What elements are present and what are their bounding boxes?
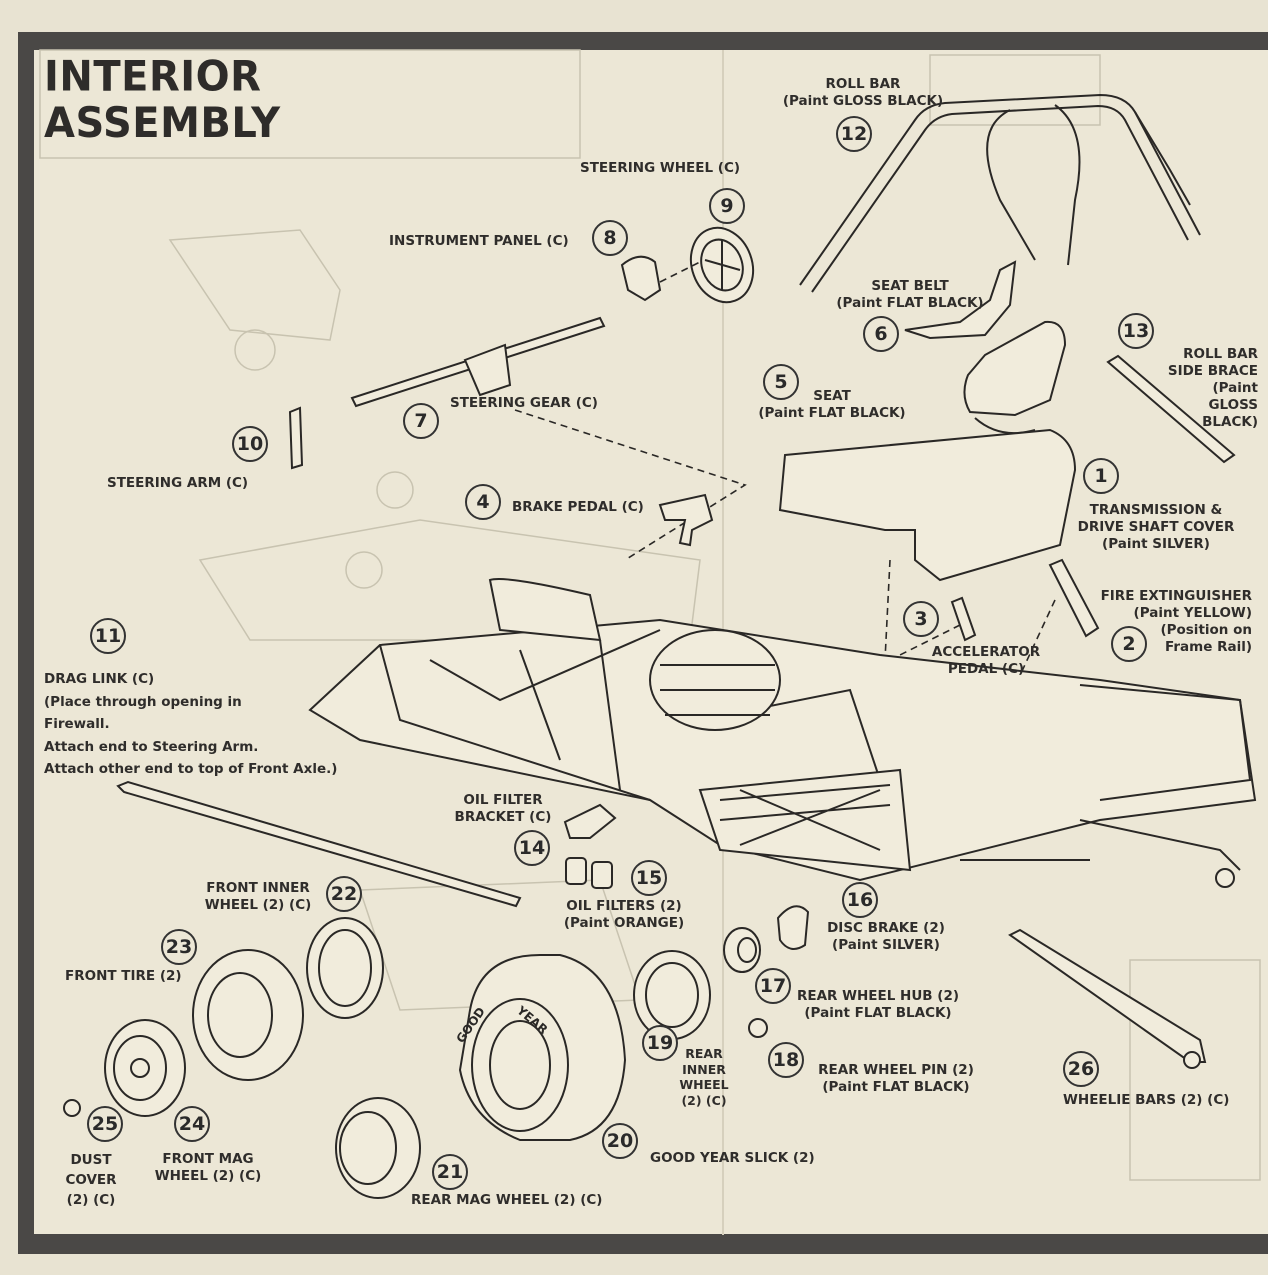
- rear-pin-drawing: [748, 1018, 768, 1038]
- part-label-21: REAR MAG WHEEL (2) (C): [411, 1192, 603, 1208]
- part-label-10: STEERING ARM (C): [107, 475, 249, 491]
- part-label-22: FRONT INNER WHEEL (2) (C): [204, 880, 312, 913]
- part-label-11: DRAG LINK (C) (Place through opening in …: [44, 671, 338, 777]
- rear-mag-wheel-drawing: [335, 1097, 421, 1199]
- part-number-7: 7: [403, 403, 439, 439]
- part-number-22: 22: [326, 876, 362, 912]
- part-label-8: INSTRUMENT PANEL (C): [389, 233, 569, 249]
- part-number-23: 23: [161, 929, 197, 965]
- part-label-7: STEERING GEAR (C): [450, 395, 598, 411]
- part-number-21: 21: [432, 1154, 468, 1190]
- chassis-drawing: [308, 578, 1257, 888]
- slick-tire-drawing: GOOD YEAR: [453, 954, 627, 1141]
- part-label-5: SEAT (Paint FLAT BLACK): [758, 388, 906, 421]
- part-label-18: REAR WHEEL PIN (2) (Paint FLAT BLACK): [818, 1062, 974, 1095]
- part-number-14: 14: [514, 830, 550, 866]
- disc-brake-drawing: [776, 905, 810, 950]
- part-number-8: 8: [592, 220, 628, 256]
- part-label-2: FIRE EXTINGUISHER (Paint YELLOW) (Positi…: [1100, 588, 1252, 655]
- part-number-1: 1: [1083, 458, 1119, 494]
- part-number-2: 2: [1111, 626, 1147, 662]
- part-label-24: FRONT MAG WHEEL (2) (C): [154, 1151, 262, 1184]
- part-label-1: TRANSMISSION & DRIVE SHAFT COVER (Paint …: [1077, 502, 1235, 552]
- title-line-2: ASSEMBLY: [44, 98, 281, 148]
- part-number-4: 4: [465, 484, 501, 520]
- part-number-3: 3: [903, 601, 939, 637]
- front-inner-wheel-drawing: [306, 917, 384, 1019]
- part-label-25: DUST COVER (2) (C): [65, 1152, 117, 1208]
- part-label-9: STEERING WHEEL (C): [580, 160, 741, 176]
- accelerator-drawing: [950, 596, 977, 642]
- part-number-17: 17: [755, 968, 791, 1004]
- part-number-5: 5: [763, 364, 799, 400]
- part-number-13: 13: [1118, 313, 1154, 349]
- dust-cover-drawing: [63, 1099, 81, 1117]
- part-number-9: 9: [709, 188, 745, 224]
- roll-bar-drawing: [799, 93, 1201, 293]
- part-label-6: SEAT BELT (Paint FLAT BLACK): [836, 278, 984, 311]
- part-label-12: ROLL BAR (Paint GLOSS BLACK): [782, 76, 944, 109]
- part-number-6: 6: [863, 316, 899, 352]
- part-number-26: 26: [1063, 1051, 1099, 1087]
- page-title: INTERIOR ASSEMBLY: [44, 54, 281, 146]
- part-label-3: ACCELERATOR PEDAL (C): [931, 644, 1041, 677]
- front-tire-drawing: [192, 949, 304, 1081]
- part-number-12: 12: [836, 116, 872, 152]
- part-label-16: DISC BRAKE (2) (Paint SILVER): [827, 920, 945, 953]
- brake-pedal-drawing: [658, 493, 714, 547]
- oil-filters-drawing: [565, 857, 613, 889]
- part-number-15: 15: [631, 860, 667, 896]
- part-number-25: 25: [87, 1106, 123, 1142]
- part-label-20: GOOD YEAR SLICK (2): [650, 1150, 815, 1166]
- part-number-19: 19: [642, 1025, 678, 1061]
- part-number-11: 11: [90, 618, 126, 654]
- rear-inner-wheel-drawing: [633, 950, 711, 1040]
- part-label-15: OIL FILTERS (2) (Paint ORANGE): [563, 898, 685, 931]
- extinguisher-drawing: [1048, 558, 1100, 638]
- drag-link-drawing: [116, 780, 522, 908]
- part-label-4: BRAKE PEDAL (C): [512, 499, 644, 515]
- part-label-19: REAR INNER WHEEL (2) (C): [679, 1046, 729, 1108]
- part-label-23: FRONT TIRE (2): [65, 968, 182, 984]
- part-number-20: 20: [602, 1123, 638, 1159]
- part-number-24: 24: [174, 1106, 210, 1142]
- front-mag-wheel-drawing: [104, 1019, 186, 1117]
- title-line-1: INTERIOR: [44, 52, 262, 102]
- side-brace-drawing: [1106, 354, 1236, 464]
- part-label-17: REAR WHEEL HUB (2) (Paint FLAT BLACK): [796, 988, 960, 1021]
- part-label-14: OIL FILTER BRACKET (C): [454, 792, 552, 825]
- placement-lines: [869, 559, 1056, 741]
- part-label-26: WHEELIE BARS (2) (C): [1063, 1092, 1230, 1108]
- wheelie-bar-wheel: [1183, 1051, 1201, 1069]
- part-number-10: 10: [232, 426, 268, 462]
- wheelie-bars-drawing: [1008, 928, 1207, 1063]
- oil-filter-bracket-drawing: [563, 803, 617, 839]
- steering-parts-drawing: [288, 226, 755, 561]
- part-number-18: 18: [768, 1042, 804, 1078]
- transmission-cover-drawing: [778, 428, 1077, 582]
- rear-hub-drawing: [723, 927, 761, 973]
- part-label-13: ROLL BAR SIDE BRACE (Paint GLOSS BLACK): [1167, 346, 1258, 430]
- part-number-16: 16: [842, 882, 878, 918]
